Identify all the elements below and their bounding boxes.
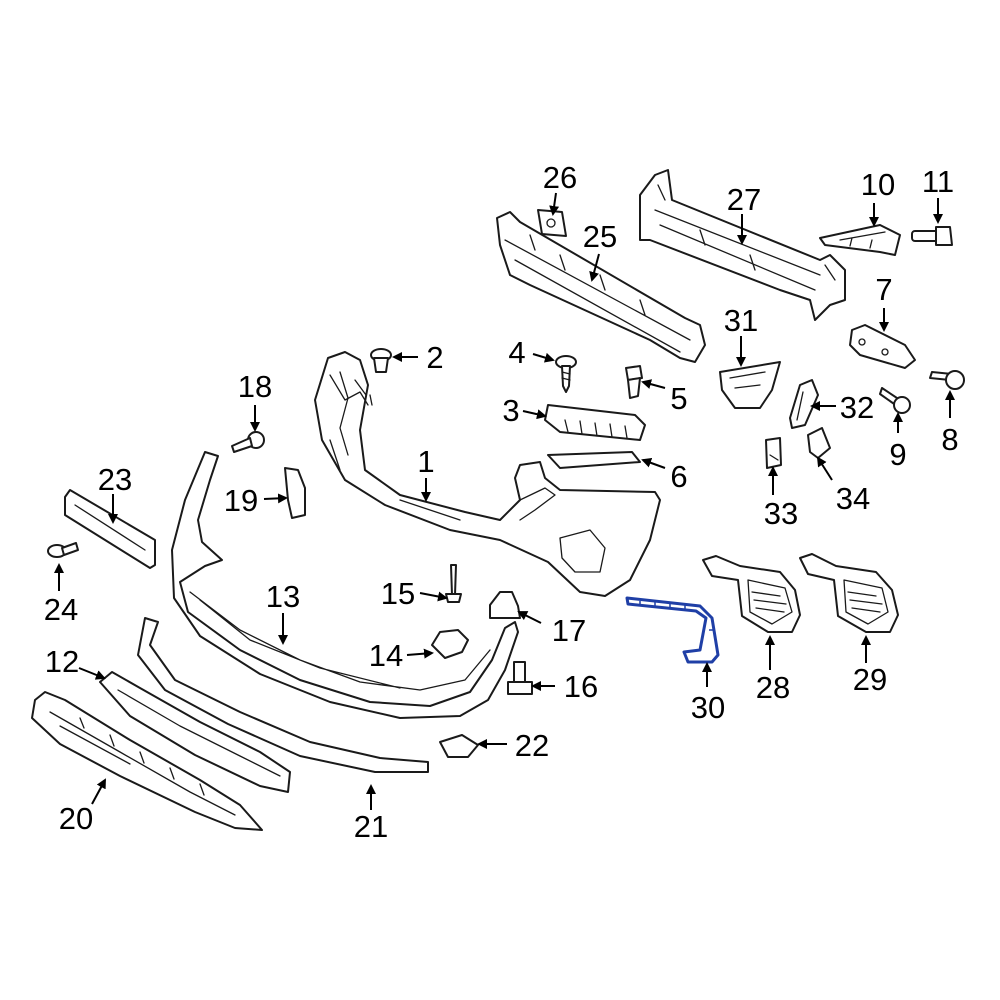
callout-3: 3: [502, 393, 519, 428]
callout-19: 19: [224, 483, 258, 518]
callout-32: 32: [840, 390, 874, 425]
part-16-bolt: [507, 661, 533, 695]
part-26-label: [537, 209, 567, 237]
callout-9: 9: [889, 437, 906, 472]
callout-7: 7: [875, 272, 892, 307]
part-30-trim-highlighted: [625, 596, 720, 664]
part-32-bracket: [789, 379, 819, 429]
part-7-bracket: [849, 324, 916, 369]
callout-18: 18: [238, 369, 272, 404]
part-2-fastener: [370, 348, 392, 373]
callout-4: 4: [508, 335, 525, 370]
part-18-bolt: [231, 431, 265, 453]
callout-30: 30: [691, 690, 725, 725]
callout-12: 12: [45, 644, 79, 679]
part-14-clip: [431, 629, 469, 659]
part-5-bolt: [625, 365, 643, 399]
callout-labels: 1 2 3 4 5 6 7 8 9 10 11 12 13 14 15 16 1…: [44, 160, 959, 844]
callout-17: 17: [552, 613, 586, 648]
part-33-clip: [765, 437, 782, 469]
part-3-support-bracket: [544, 404, 646, 441]
callout-20: 20: [59, 801, 93, 836]
part-9-bolt: [879, 387, 911, 414]
callout-21: 21: [354, 809, 388, 844]
part-23-license-bracket: [64, 489, 156, 569]
callout-26: 26: [543, 160, 577, 195]
callout-6: 6: [670, 459, 687, 494]
part-1-bumper-cover: [314, 351, 661, 597]
callout-24: 24: [44, 592, 78, 627]
callout-16: 16: [564, 669, 598, 704]
callout-10: 10: [861, 167, 895, 202]
part-29-fog-bezel: [799, 553, 899, 633]
part-20-lower-grille: [31, 691, 263, 831]
callout-34: 34: [836, 481, 870, 516]
callout-33: 33: [764, 496, 798, 531]
part-34-clip: [807, 427, 831, 459]
part-19-clip: [284, 467, 306, 519]
leader-lines: [54, 192, 955, 810]
callout-13: 13: [266, 579, 300, 614]
callout-22: 22: [515, 728, 549, 763]
part-8-push-pin: [929, 370, 965, 390]
callout-14: 14: [369, 638, 403, 673]
callout-15: 15: [381, 576, 415, 611]
callout-28: 28: [756, 670, 790, 705]
part-6-trim-strip: [547, 451, 641, 469]
part-11-bolt: [911, 226, 953, 246]
callout-11: 11: [922, 164, 954, 199]
part-15-stud: [445, 564, 462, 603]
callout-23: 23: [98, 462, 132, 497]
part-21-molding: [137, 617, 429, 773]
part-31-air-deflector: [719, 361, 781, 409]
callout-5: 5: [670, 381, 687, 416]
callout-8: 8: [941, 422, 958, 457]
part-10-bracket: [819, 224, 901, 256]
callout-31: 31: [724, 303, 758, 338]
callout-2: 2: [426, 340, 443, 375]
part-25-energy-absorber: [496, 211, 706, 363]
callout-1: 1: [417, 444, 434, 479]
part-24-fastener: [47, 542, 79, 558]
callout-29: 29: [853, 662, 887, 697]
callout-27: 27: [727, 182, 761, 217]
part-12-grille-strip: [99, 671, 291, 793]
callout-25: 25: [583, 219, 617, 254]
part-13-lower-valance: [171, 451, 519, 719]
part-28-fog-bezel: [702, 555, 801, 633]
part-17-bracket: [489, 591, 521, 619]
part-22-bracket: [439, 734, 479, 758]
part-4-screw: [555, 355, 577, 393]
